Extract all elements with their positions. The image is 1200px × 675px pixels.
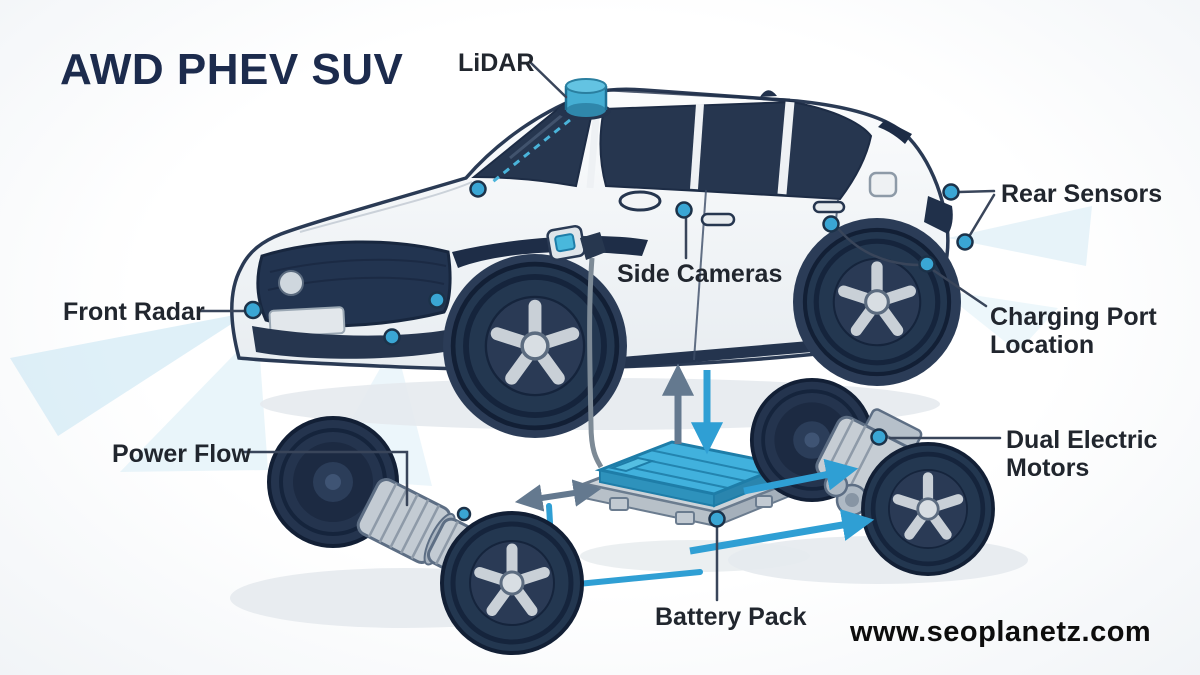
label-charging-port-line1: Charging Port [990, 303, 1157, 331]
battery-handle [608, 456, 656, 473]
front-right-wheel [442, 513, 582, 653]
door-seam-front [693, 189, 707, 361]
charging-plug [580, 232, 606, 260]
rear-motor-dot [870, 428, 888, 446]
car-rear-wheel [805, 230, 949, 374]
charging-flap [868, 171, 898, 198]
charging-connector [546, 224, 586, 262]
power-flow-leader [242, 450, 409, 507]
drivetrain [267, 363, 993, 653]
label-battery-pack: Battery Pack [655, 603, 807, 631]
front-fender-sensor-dot [428, 291, 446, 309]
lidar-leader [529, 61, 568, 99]
lidar-unit [557, 78, 611, 120]
diagram-title: AWD PHEV SUV [60, 45, 404, 94]
label-rear-sensors: Rear Sensors [1001, 180, 1162, 208]
front-axle-assembly [267, 416, 582, 653]
c-pillar [777, 101, 795, 195]
hood-crease [299, 181, 473, 233]
rear-sensors-leader-bottom [965, 193, 996, 242]
lidar-beam-dashed [489, 118, 571, 186]
door-handle-rear [812, 200, 846, 214]
rear-sensors-leader-top [957, 189, 996, 194]
sensor-dots [243, 180, 974, 528]
front-gearbox-dot [456, 506, 472, 522]
label-dual-motors-line1: Dual Electric [1006, 426, 1158, 454]
energy-flow-arrows [514, 363, 875, 555]
suv-illustration [230, 78, 961, 469]
front-bumper-lower [252, 326, 446, 359]
battery-dot [708, 510, 726, 528]
front-radar-dot [243, 300, 263, 320]
label-side-cameras: Side Cameras [617, 260, 782, 288]
charging-port-leader-curve [834, 224, 927, 267]
labels: AWD PHEV SUV LiDAR Front Radar Side Came… [60, 45, 1162, 648]
leader-lines [196, 61, 1002, 602]
rear-sensor-top-dot [942, 183, 960, 201]
label-charging-port-line2: Location [990, 331, 1094, 359]
rear-sensor-bottom-dot [956, 233, 974, 251]
charging-cable [587, 257, 604, 469]
charging-port-leader [928, 266, 988, 308]
front-bumper-sensor-dot [383, 328, 401, 346]
label-power-flow: Power Flow [112, 440, 251, 468]
watermark: www.seoplanetz.com [849, 616, 1151, 648]
antenna-fin [760, 90, 777, 97]
front-grille [256, 240, 452, 328]
door-handle-front [700, 212, 736, 227]
arrow-to-rear-motor [743, 458, 859, 495]
rear-spoiler [878, 120, 912, 144]
arrow-to-rear-wheel [689, 509, 875, 555]
side-glass [599, 100, 873, 201]
b-pillar [690, 103, 704, 190]
windshield-camera-dot [469, 180, 487, 198]
brand-badge [278, 270, 304, 296]
side-camera-front-dot [675, 201, 693, 219]
taillight [924, 196, 953, 234]
side-camera-rear-dot [822, 215, 840, 233]
charging-port-dot [918, 255, 936, 273]
rear-right-wheel [863, 444, 993, 574]
side-mirror [618, 190, 662, 212]
label-dual-motors-line2: Motors [1006, 454, 1089, 482]
arrow-front-bidirectional [514, 479, 602, 512]
label-front-radar: Front Radar [63, 298, 205, 326]
label-lidar: LiDAR [458, 49, 534, 77]
roof-rail [609, 88, 791, 102]
